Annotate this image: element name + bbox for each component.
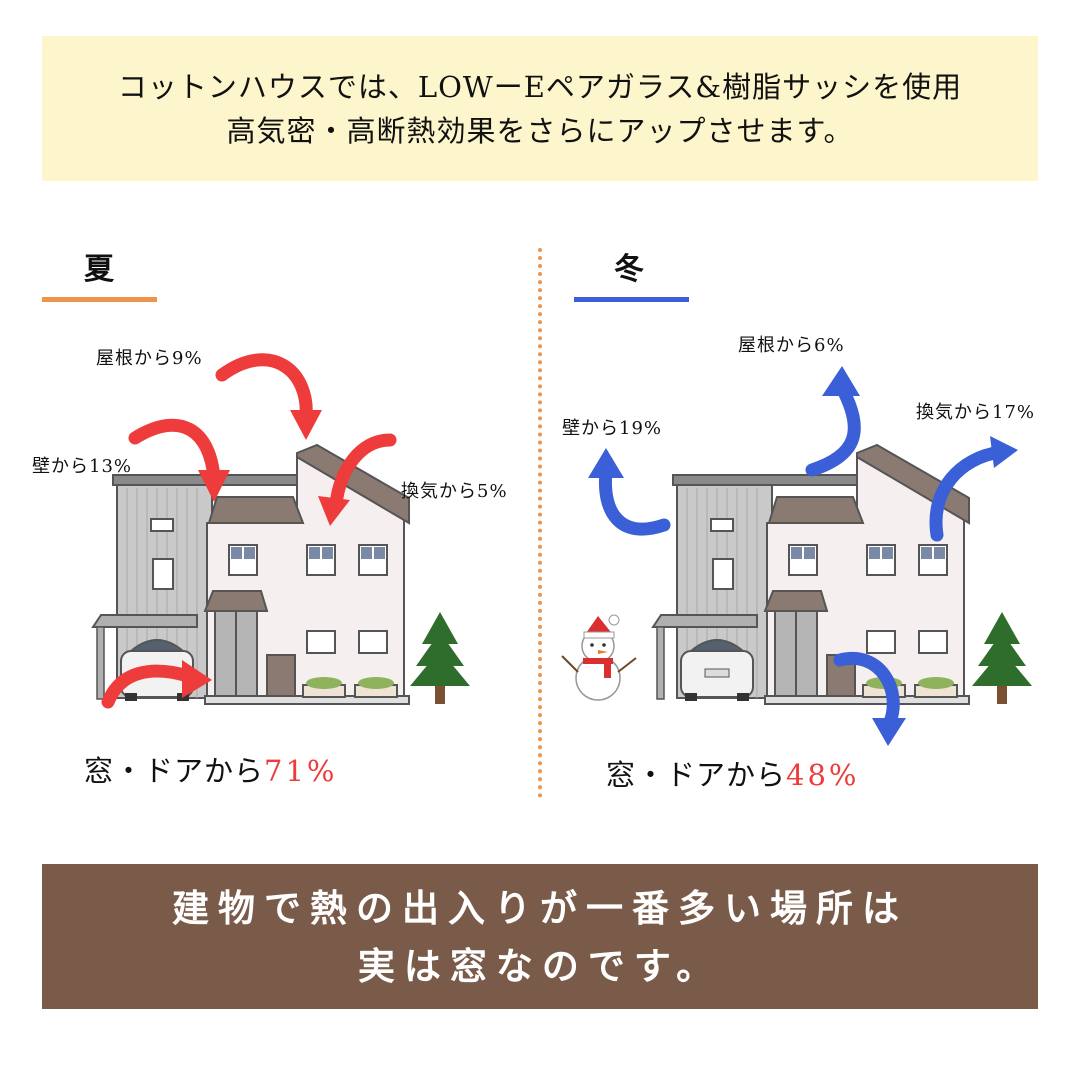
- summer-roof-arrowhead: [290, 410, 322, 440]
- winter-window-text: 窓・ドアから48%: [606, 752, 859, 794]
- summer-window-text: 窓・ドアから71%: [84, 748, 337, 790]
- summer-vent-arrowhead: [318, 496, 350, 526]
- summer-window-pct: 71%: [264, 754, 338, 788]
- summer-window-arrowhead: [182, 660, 212, 698]
- summer-roof-label: 屋根から9%: [96, 348, 203, 369]
- winter-arrows: [598, 381, 1007, 729]
- winter-window-pct: 48%: [786, 758, 860, 792]
- summer-underline: [42, 297, 157, 302]
- summer-wall-label: 壁から13%: [32, 456, 133, 477]
- snowman: [561, 614, 637, 701]
- bottom-banner: 建物で熱の出入りが一番多い場所は 実は窓なのです。: [42, 864, 1038, 1009]
- winter-roof-arrowhead: [822, 366, 860, 396]
- banner-line-1: コットンハウスでは、LOWーEペアガラス&樹脂サッシを使用: [117, 69, 963, 104]
- winter-wall-label: 壁から19%: [562, 418, 663, 439]
- summer-wall-arrowhead: [198, 470, 230, 502]
- banner-line-2: 高気密・高断熱効果をさらにアップさせます。: [226, 113, 854, 148]
- winter-roof-label: 屋根から6%: [738, 335, 845, 356]
- winter-wall-arrowhead: [588, 448, 624, 478]
- winter-underline: [574, 297, 689, 302]
- bottom-line-1: 建物で熱の出入りが一番多い場所は: [172, 885, 908, 930]
- summer-arrows: [101, 353, 397, 709]
- winter-tree: [972, 612, 1032, 704]
- summer-house: [92, 444, 410, 705]
- center-divider: [538, 248, 542, 798]
- summer-vent-label: 換気から5%: [401, 481, 508, 502]
- winter-title: 冬: [614, 252, 644, 287]
- bottom-line-2: 実は窓なのです。: [357, 943, 723, 988]
- summer-window-prefix: 窓・ドアから: [84, 754, 265, 788]
- winter-window-arrowhead: [872, 718, 906, 746]
- top-banner: コットンハウスでは、LOWーEペアガラス&樹脂サッシを使用 高気密・高断熱効果を…: [42, 36, 1038, 181]
- winter-house: [652, 444, 970, 705]
- winter-vent-arrowhead: [990, 436, 1018, 468]
- winter-vent-label: 換気から17%: [916, 402, 1036, 423]
- winter-window-prefix: 窓・ドアから: [606, 758, 787, 792]
- summer-tree: [410, 612, 470, 704]
- summer-title: 夏: [84, 252, 114, 287]
